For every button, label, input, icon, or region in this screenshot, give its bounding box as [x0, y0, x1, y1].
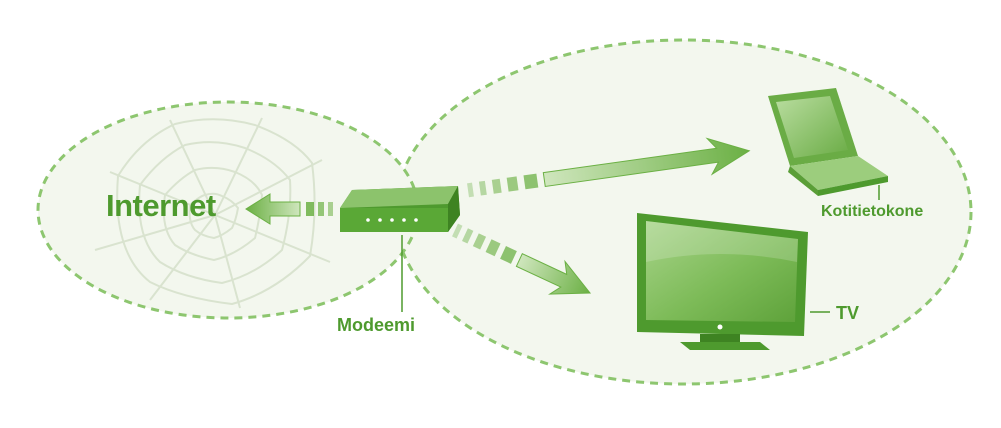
- laptop-icon: [768, 88, 888, 196]
- internet-label: Internet: [106, 188, 216, 223]
- arrow-to-internet: [245, 193, 333, 225]
- computer-label: Kotitietokone: [821, 203, 924, 220]
- spider-web-icon: [94, 117, 331, 309]
- arrow-to-computer: [467, 137, 751, 198]
- modem-icon: [340, 186, 460, 232]
- tv-icon: [637, 213, 808, 350]
- arrow-to-tv: [452, 223, 592, 295]
- tv-label: TV: [836, 303, 860, 323]
- modem-label: Modeemi: [337, 315, 416, 335]
